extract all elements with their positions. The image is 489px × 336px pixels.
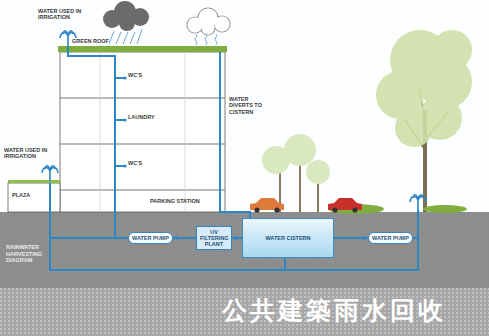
sky — [0, 0, 489, 212]
water-pipes — [220, 52, 250, 218]
irrigation-fountain — [42, 166, 58, 181]
pipe-connector — [334, 237, 368, 239]
building-section — [58, 46, 227, 52]
big-tree — [376, 30, 472, 147]
irrigation-fountain — [410, 195, 426, 210]
pipe-connector — [232, 237, 242, 239]
building-section — [100, 52, 185, 212]
evaporation-lines — [195, 34, 217, 45]
building-section — [100, 52, 101, 212]
cars — [250, 198, 362, 213]
building-section — [60, 52, 225, 212]
building-section — [60, 189, 225, 190]
rain-lines — [137, 29, 142, 44]
annotation-label: WATER USED IN IRRIGATION — [38, 8, 82, 21]
annotation-label: WC'S — [128, 72, 142, 78]
node-text: WATER PUMP — [132, 235, 169, 241]
rain-lines — [123, 32, 128, 44]
water-pipes — [115, 78, 124, 166]
building-section — [8, 180, 60, 183]
evaporation-lines — [195, 34, 197, 45]
rain-lines — [109, 31, 114, 44]
pipe-connector — [173, 237, 196, 239]
storm-cloud — [103, 1, 149, 31]
cars — [250, 198, 284, 210]
small-trees — [299, 160, 301, 212]
annotation-label: LAUNDRY — [128, 114, 155, 120]
storm-cloud — [119, 15, 135, 31]
small-trees — [306, 160, 330, 184]
evaporation-lines — [215, 34, 217, 45]
irrigation-fountain — [42, 166, 58, 181]
diagram-title: RAINWATER HARVESTING DIAGRAM — [6, 244, 46, 264]
small-trees — [284, 134, 316, 166]
irrigation-fountain — [410, 195, 426, 210]
building-section — [60, 98, 225, 190]
cars — [254, 207, 259, 212]
rain-lines — [109, 29, 142, 44]
diagram-caption: 公共建築雨水回收 — [222, 296, 446, 326]
light-cloud — [187, 8, 230, 35]
building-section — [60, 97, 225, 98]
big-tree — [432, 30, 472, 70]
building-section — [8, 183, 60, 212]
water-pipes — [50, 46, 418, 270]
rain-lines — [130, 32, 135, 44]
big-tree — [376, 30, 472, 212]
annotation-label: PLAZA — [12, 192, 30, 198]
cars — [352, 207, 357, 212]
light-cloud — [215, 17, 230, 32]
water-pipes — [50, 183, 418, 270]
cars — [274, 207, 279, 212]
caption-band — [0, 288, 489, 336]
building-section — [8, 46, 227, 212]
node-text: WATER CISTERN — [265, 235, 310, 241]
tap-symbols — [123, 76, 126, 167]
rain-lines — [116, 32, 121, 44]
building-section — [185, 52, 186, 212]
building-section — [60, 143, 225, 144]
cistern-tank: WATER CISTERN — [242, 218, 334, 258]
light-cloud — [187, 8, 230, 35]
water-pipes — [68, 46, 115, 238]
annotation-label: GREEN ROOF — [72, 38, 109, 44]
big-tree — [395, 109, 433, 147]
annotation-label: WC'S — [128, 160, 142, 166]
node-text: WATER PUMP — [372, 235, 409, 241]
water-pipes — [50, 237, 135, 239]
evaporation-lines — [205, 34, 207, 45]
annotation-label: PARKING STATION — [150, 198, 200, 204]
tap-symbols — [123, 118, 126, 121]
ground — [0, 212, 489, 336]
node-text: UV FILTERING PLANT — [200, 229, 228, 248]
bushes — [423, 205, 467, 213]
tap-symbols — [123, 164, 126, 167]
annotation-label: WATER DIVERTS TO CISTERN — [229, 96, 269, 115]
light-cloud — [202, 22, 215, 35]
water-pipes — [284, 258, 286, 270]
cars — [328, 198, 362, 210]
pump-unit: WATER PUMP — [128, 232, 173, 244]
cars — [332, 207, 337, 212]
pump-unit: WATER PUMP — [368, 232, 413, 244]
small-trees — [262, 134, 330, 184]
filter-box: UV FILTERING PLANT — [196, 226, 232, 251]
annotation-label: WATER USED IN IRRIGATION — [4, 147, 48, 160]
light-cloud — [188, 9, 230, 35]
tap-symbols — [123, 76, 126, 79]
